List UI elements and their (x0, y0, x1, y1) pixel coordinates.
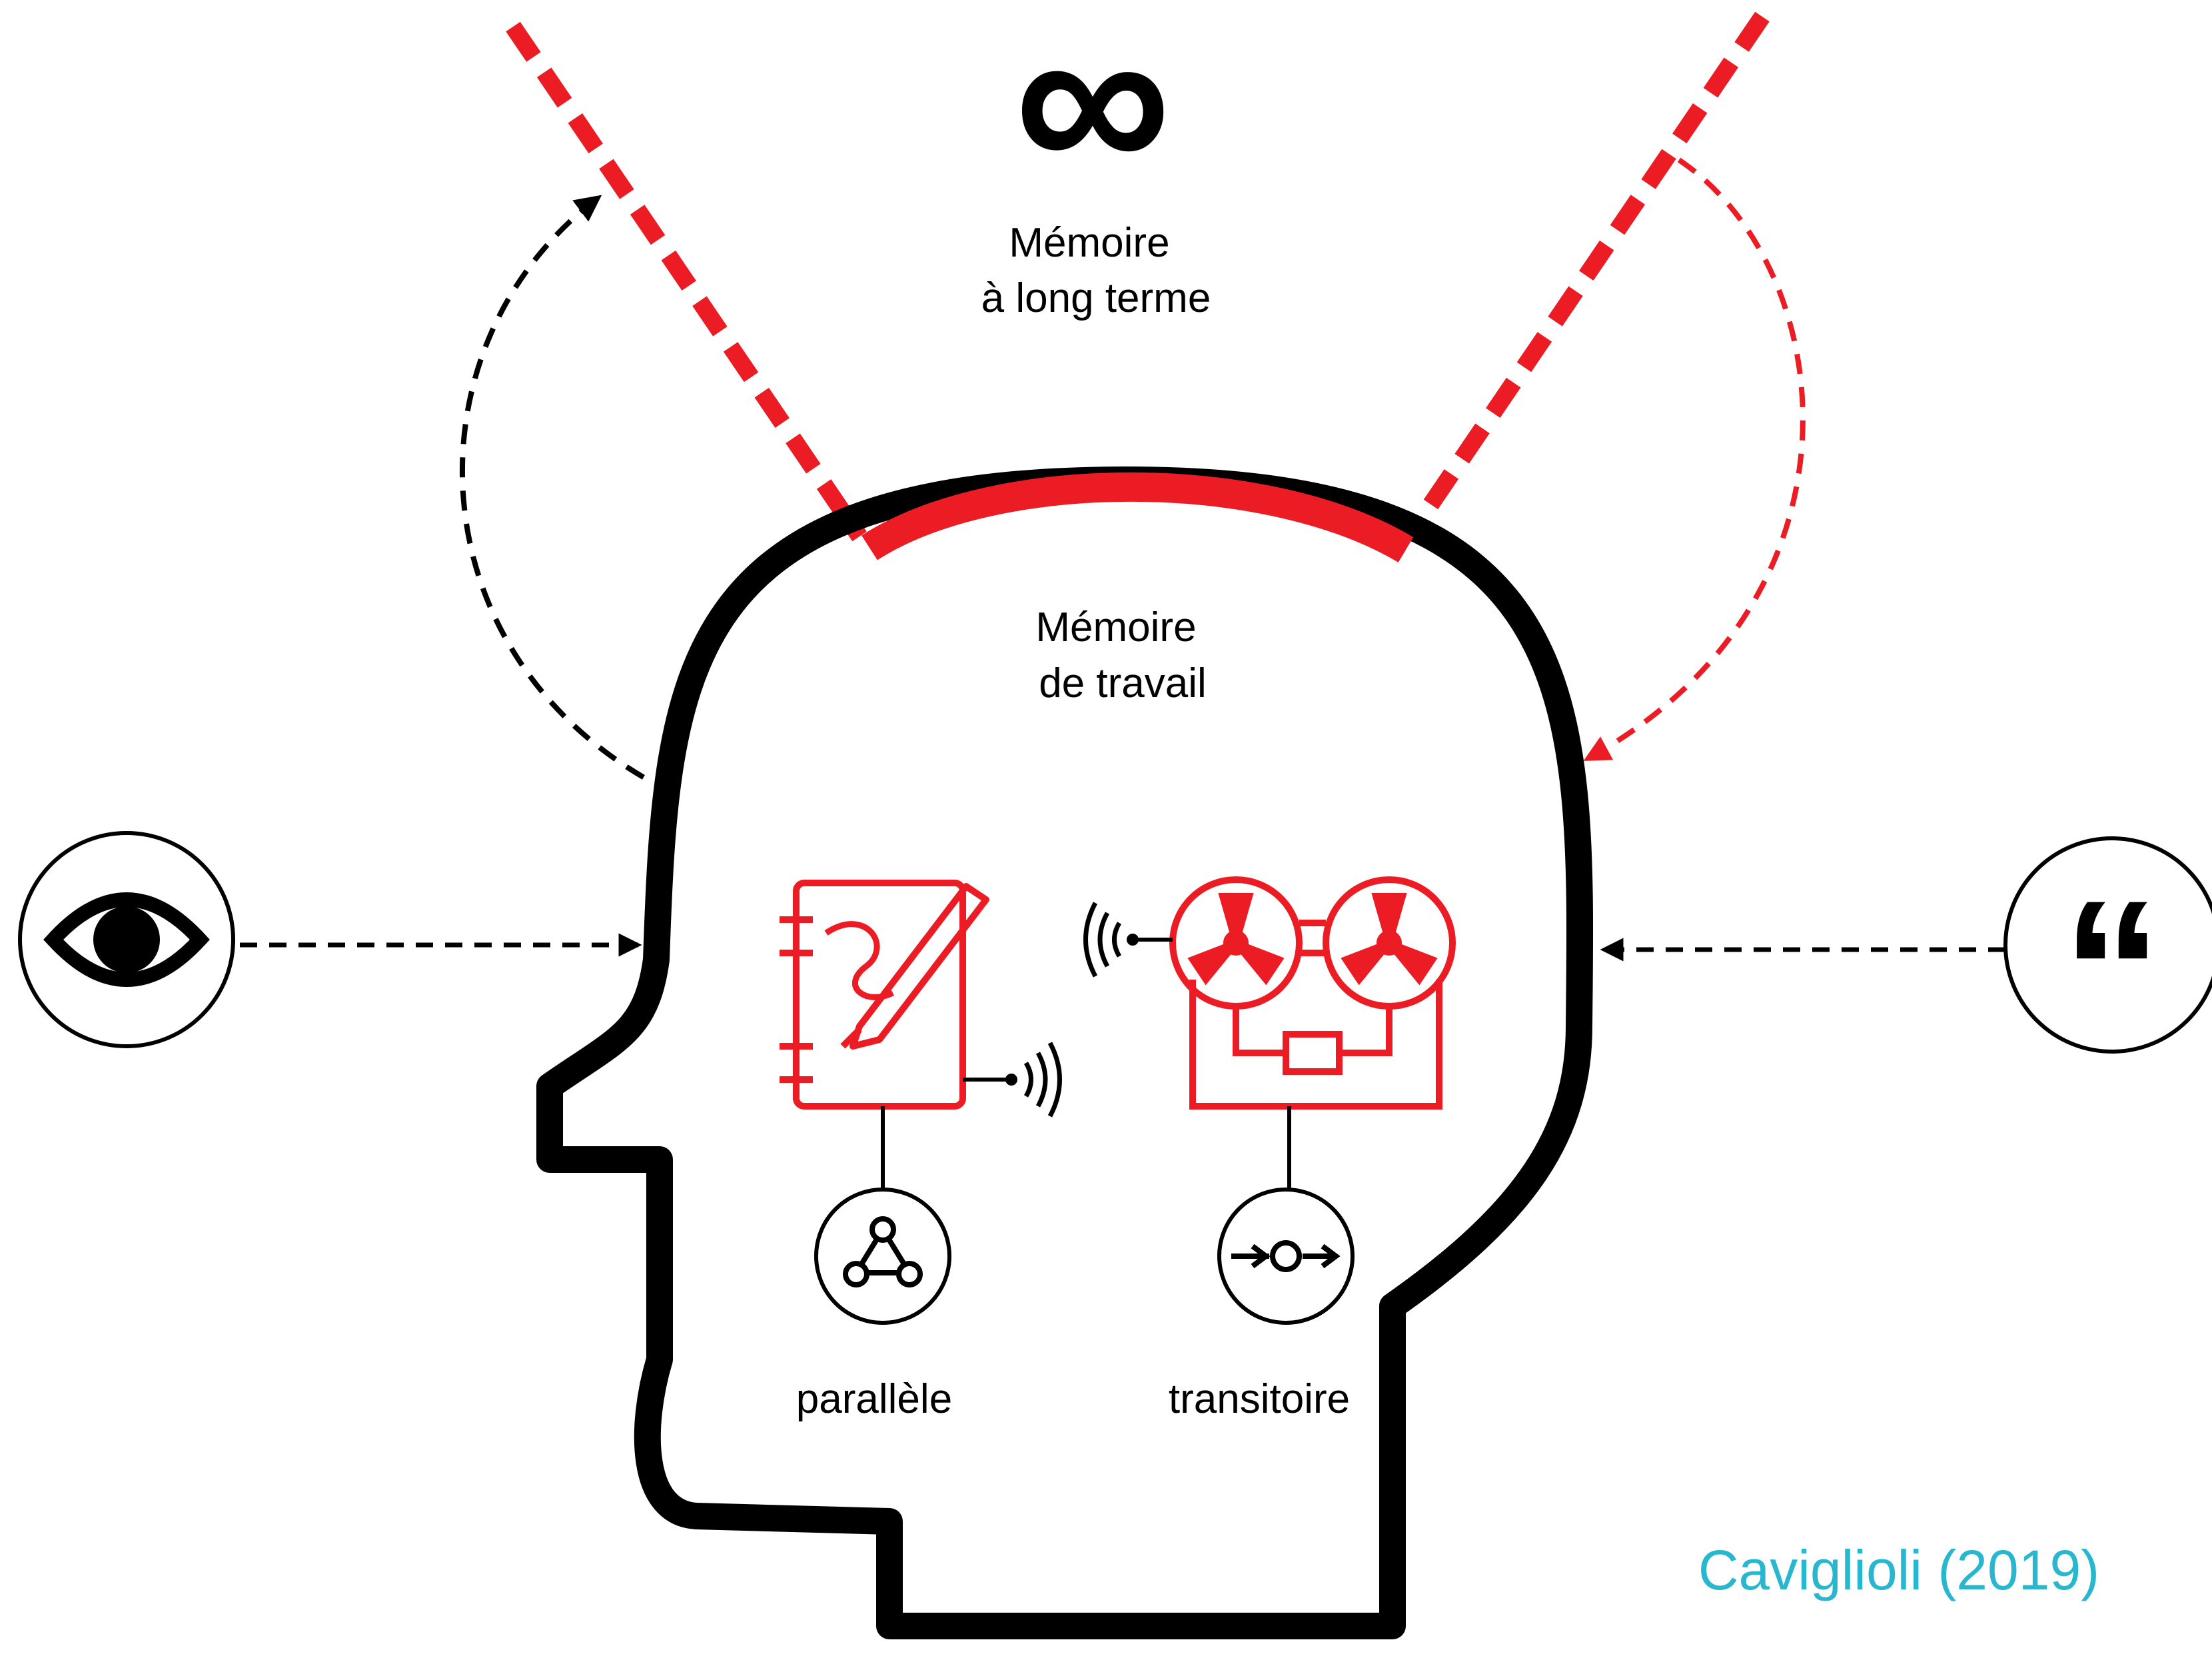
storage-arrow (460, 194, 674, 796)
long-term-memory-label-line2: à long terme (981, 275, 1211, 321)
long-term-memory-ray-right (1408, 11, 1770, 532)
head-outline (536, 466, 1594, 1639)
eye-icon (43, 892, 210, 987)
parallel-node-icon (814, 1188, 951, 1325)
long-term-memory-label-line1: Mémoire (1009, 220, 1169, 266)
transient-caption: transitoire (1169, 1376, 1350, 1422)
notebook-signal-icon (1023, 1042, 1062, 1118)
auditory-input: “ (2003, 836, 2212, 1082)
notebook-pencil-icon (780, 880, 1017, 1110)
credit-text: Caviglioli (2019) (1698, 1539, 2099, 1601)
transient-node-icon (1217, 1188, 1355, 1325)
working-memory-label-line2: de travail (1039, 660, 1207, 706)
tape-recorder-icon (1169, 876, 1456, 1110)
working-memory-label-line1: Mémoire (1035, 604, 1196, 650)
head-top-red-arc (861, 472, 1414, 562)
tape-signal-icon (1083, 902, 1122, 978)
infinity-icon: ∞ (1014, 0, 1171, 221)
retrieval-arrow (1583, 157, 1806, 762)
parallel-caption: parallèle (796, 1376, 952, 1422)
long-term-memory-ray-left (506, 21, 867, 542)
quote-marks-icon: “ (2062, 858, 2162, 1082)
visual-input (18, 831, 235, 1048)
quote-circle (2003, 836, 2212, 1054)
tape-signal-dot (1127, 934, 1139, 946)
